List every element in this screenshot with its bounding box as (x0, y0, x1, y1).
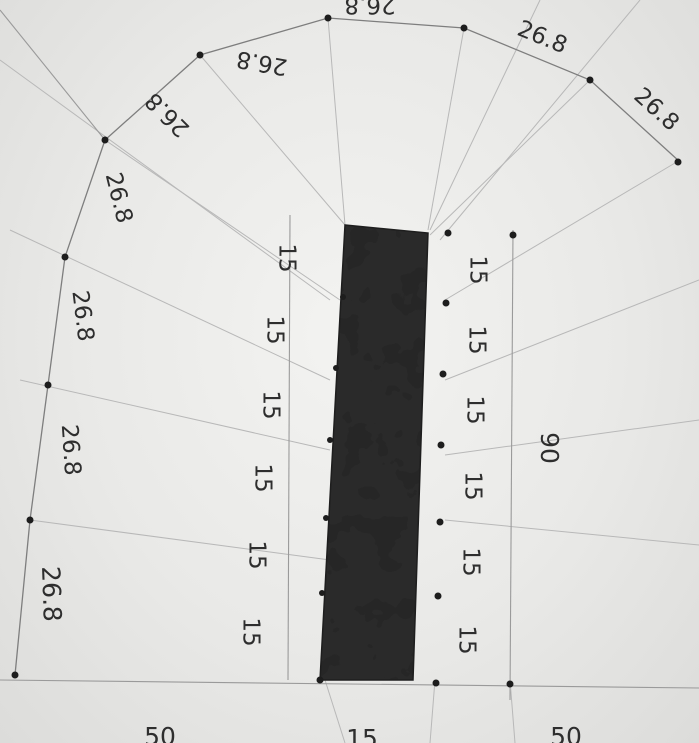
bottom-label: 50 (550, 722, 582, 743)
right-step-labels: 15 15 15 15 15 15 (454, 255, 491, 654)
baseline (0, 679, 699, 689)
right-step-label: 15 (454, 625, 480, 654)
dark-strip (320, 225, 428, 680)
arc-label: 26.8 (140, 87, 195, 142)
left-step-label: 15 (238, 617, 264, 646)
arc-label: 26.8 (66, 289, 98, 343)
right-step-label: 15 (462, 395, 488, 424)
left-step-label: 15 (262, 315, 288, 344)
left-step-label: 15 (258, 390, 284, 419)
left-step-label: 15 (250, 463, 276, 492)
arc-label: 26.8 (100, 170, 138, 226)
node-dots (11, 14, 682, 688)
bottom-labels: 50 15 50 (144, 722, 582, 743)
vertical-guides (287, 214, 516, 743)
left-step-label: 15 (274, 243, 300, 272)
height-label: 90 (535, 432, 564, 464)
arc-label: 26.8 (629, 83, 684, 137)
radial-guides (0, 0, 699, 561)
arc-label: 26.8 (344, 0, 395, 18)
bottom-label: 15 (346, 724, 378, 743)
arc-label: 26.8 (234, 45, 289, 79)
left-step-labels: 15 15 15 15 15 15 (238, 243, 300, 646)
bottom-label: 50 (144, 722, 176, 743)
arc-label: 26.8 (36, 566, 67, 623)
right-step-label: 15 (458, 547, 484, 576)
right-step-label: 15 (464, 325, 490, 354)
left-step-label: 15 (244, 540, 270, 569)
right-step-label: 15 (465, 255, 491, 284)
arc-label: 26.8 (56, 424, 86, 477)
right-step-label: 15 (460, 471, 486, 500)
outer-arc (14, 17, 681, 676)
